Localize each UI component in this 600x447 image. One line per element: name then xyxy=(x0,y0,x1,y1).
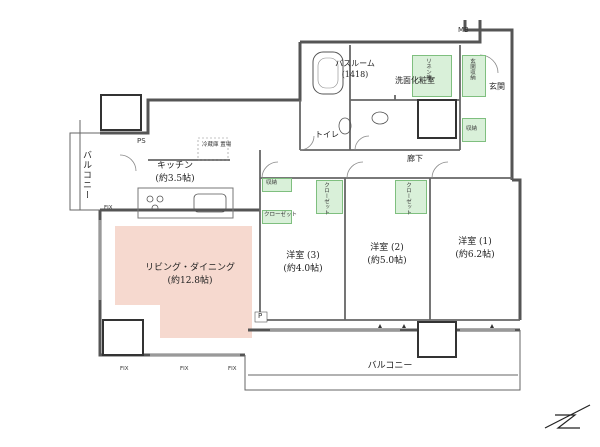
living-label: リビング・ダイニング (約12.8帖) xyxy=(130,262,250,288)
ps-label: PS xyxy=(137,137,146,145)
arrow-marker xyxy=(402,324,406,328)
balcony-bottom-label: バルコニー xyxy=(350,360,430,373)
bath-size: (1418) xyxy=(341,70,369,79)
fridge-space xyxy=(197,137,229,161)
room3-size: (約4.0帖) xyxy=(283,264,323,274)
living-size: (約12.8帖) xyxy=(167,276,213,286)
linen-label: リネン庫 xyxy=(425,58,431,80)
fix-label-1: FIX xyxy=(104,205,113,211)
walkin-closet-label-room1: クローゼット xyxy=(405,182,411,215)
bathtub-icon xyxy=(312,51,344,95)
room3-label: 洋室 (3) (約4.0帖) xyxy=(268,250,338,276)
living-area-fill xyxy=(115,226,252,338)
fix-label-3: FIX xyxy=(180,366,189,372)
room1-size: (約6.2帖) xyxy=(455,250,495,260)
room2-size: (約5.0帖) xyxy=(367,256,407,266)
columns xyxy=(100,94,457,358)
closet-room3 xyxy=(262,210,292,224)
balcony-left-label: バルコニー xyxy=(81,150,91,200)
inner-walls xyxy=(148,45,520,321)
arrow-marker xyxy=(378,324,382,328)
room1-name: 洋室 (1) xyxy=(458,237,492,247)
balcony-bottom-outline xyxy=(244,330,521,391)
windows xyxy=(98,220,515,357)
toilet-label: トイレ xyxy=(312,128,342,141)
bath-label: バスルーム (1418) xyxy=(330,58,380,80)
compass-north-icon xyxy=(544,404,591,429)
p-box xyxy=(254,311,268,323)
fix-label-4: FIX xyxy=(228,366,237,372)
fix-label-2: FIX xyxy=(120,366,129,372)
hallway-name: 廊下 xyxy=(407,154,423,163)
room2-label: 洋室 (2) (約5.0帖) xyxy=(352,242,422,268)
entrance-label: 玄関 xyxy=(485,80,509,93)
kitchen-label: キッチン (約3.5帖) xyxy=(140,160,210,186)
storage-room3 xyxy=(262,178,292,192)
kitchen-name: キッチン xyxy=(156,161,193,171)
toilet-icon xyxy=(338,117,352,135)
entrance-name: 玄関 xyxy=(489,82,505,91)
kitchen-counter xyxy=(137,187,234,219)
storage-label-room3: 収納 xyxy=(266,180,278,186)
sink-icon xyxy=(193,193,227,213)
mb-label: MB xyxy=(458,26,469,34)
walkin-closet-room1 xyxy=(395,180,427,214)
arrow-marker xyxy=(490,324,494,328)
washroom-label: 洗面化粧室 xyxy=(385,74,445,87)
stove-icon xyxy=(146,195,164,212)
toilet-name: トイレ xyxy=(315,130,339,139)
storage-label-entrance: 収納 xyxy=(466,126,478,132)
balcony-bottom-name: バルコニー xyxy=(367,361,413,371)
walkin-closet-label-room2: クローゼット xyxy=(323,182,329,215)
room3-name: 洋室 (3) xyxy=(286,251,320,261)
linen-storage xyxy=(412,55,452,97)
balcony-left-outline xyxy=(69,120,100,211)
fridge-label: 冷蔵庫 置場 xyxy=(202,142,232,148)
storage-entrance xyxy=(462,118,486,142)
kitchen-size: (約3.5帖) xyxy=(155,174,195,184)
room2-name: 洋室 (2) xyxy=(370,243,404,253)
p-label: P xyxy=(258,312,263,320)
hallway-label: 廊下 xyxy=(400,152,430,165)
washroom-name: 洗面化粧室 xyxy=(395,76,435,85)
shoe-storage xyxy=(462,55,486,97)
shoe-storage-label: 玄関収納 xyxy=(469,58,475,80)
living-name: リビング・ダイニング xyxy=(144,263,235,273)
room1-label: 洋室 (1) (約6.2帖) xyxy=(440,236,510,262)
closet-label-room3: クローゼット xyxy=(264,212,298,218)
wash-basin-icon xyxy=(371,111,389,125)
bath-name: バスルーム xyxy=(335,59,375,68)
walkin-closet-room2 xyxy=(316,180,343,214)
